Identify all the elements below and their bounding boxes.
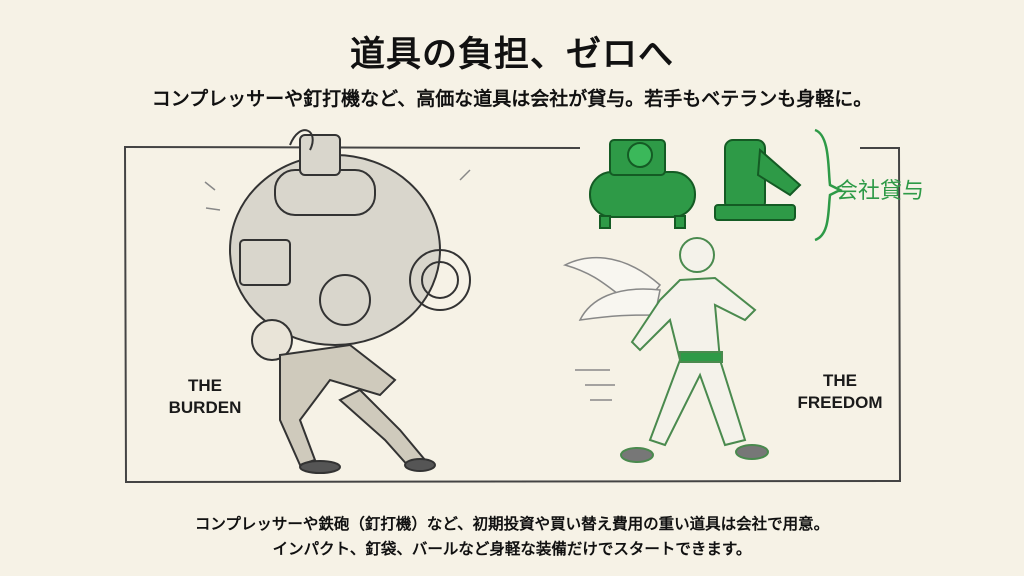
- motion-lines: [204, 169, 615, 401]
- free-worker-sketch: [620, 237, 769, 463]
- wings-sketch: [562, 256, 662, 321]
- freedom-label: THE FREEDOM: [780, 370, 900, 414]
- burden-label: THE BURDEN: [150, 375, 260, 419]
- bracket: [814, 128, 843, 242]
- burdened-worker-sketch: [251, 319, 436, 474]
- footer-description: コンプレッサーや鉄砲（釘打機）など、初期投資や買い替え費用の重い道具は会社で用意…: [0, 512, 1024, 562]
- freedom-label-line2: FREEDOM: [797, 393, 883, 412]
- page-subtitle: コンプレッサーや釘打機など、高価な道具は会社が貸与。若手もベテランも身軽に。: [151, 88, 873, 110]
- burden-label-line1: THE: [188, 376, 222, 395]
- tool-pile-sketch: [229, 129, 471, 346]
- nail-gun-icon: [714, 139, 802, 221]
- air-compressor-icon: [589, 139, 696, 229]
- page-title: 道具の負担、ゼロへ: [349, 35, 674, 75]
- burden-label-line2: BURDEN: [168, 398, 242, 417]
- freedom-label-line1: THE: [823, 371, 857, 390]
- footer-line-2: インパクト、釘袋、バールなど身軽な装備だけでスタートできます。: [272, 540, 752, 558]
- footer-line-1: コンプレッサーや鉄砲（釘打機）など、初期投資や買い替え費用の重い道具は会社で用意…: [194, 515, 830, 533]
- company-lending-note: 会社貸与: [836, 179, 925, 204]
- sketch-frame: [123, 145, 902, 484]
